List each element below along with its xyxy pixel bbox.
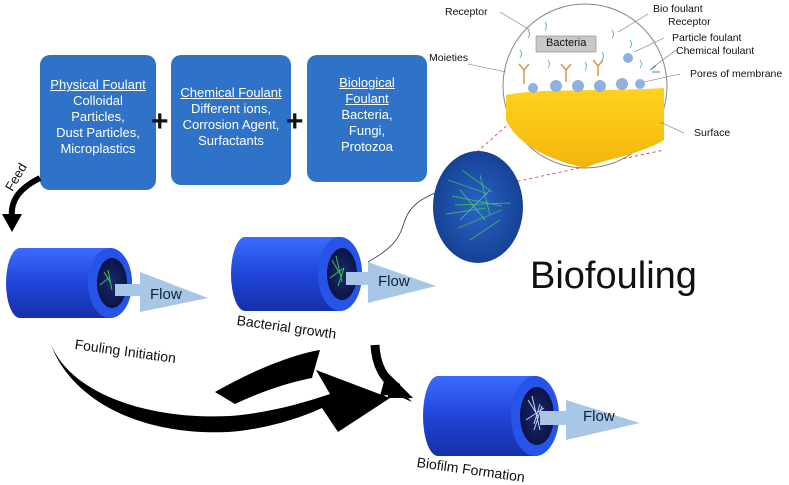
flow-label-1: Flow	[150, 286, 182, 303]
chemical-foulant-box: Chemical Foulant Different ions, Corrosi…	[171, 55, 291, 185]
biofouling-title: Biofouling	[530, 255, 697, 297]
chemical-foulant-title: Chemical Foulant	[180, 85, 282, 100]
chemical-foulant-label: Chemical foulant	[676, 45, 755, 57]
feed-arrow	[2, 175, 42, 232]
biofilm-arrow	[370, 344, 413, 402]
plus-sign: +	[286, 105, 304, 138]
biofilm-disc	[433, 151, 523, 263]
chemical-foulant-line: Different ions,	[191, 101, 271, 116]
physical-foulant-line: Colloidal	[73, 93, 123, 108]
callout-line	[651, 49, 677, 69]
membrane-cylinder-1	[6, 248, 132, 318]
membrane-cylinder-3	[423, 376, 559, 456]
callout-line	[643, 73, 681, 83]
physical-foulant-line: Microplastics	[60, 141, 136, 156]
receptor-right-label: Receptor	[668, 16, 711, 28]
flow-arrow-2	[346, 262, 436, 303]
zoom-line	[499, 149, 665, 186]
plus-sign: +	[151, 105, 169, 138]
flow-arrow-1	[115, 272, 208, 312]
flow-arrow-3	[540, 400, 640, 440]
receptor-left-label: Receptor	[445, 6, 488, 18]
physical-foulant-box: Physical Foulant Colloidal Particles, Du…	[40, 55, 156, 190]
chemical-foulant-line: Corrosion Agent,	[182, 117, 280, 132]
callout-line	[633, 37, 665, 53]
callout-line	[659, 121, 685, 134]
growth-arrow	[50, 342, 390, 433]
biological-foulant-box: Biological Foulant Bacteria, Fungi, Prot…	[307, 55, 427, 182]
callout-line	[617, 13, 649, 33]
biological-foulant-title-2: Foulant	[345, 91, 389, 106]
chemical-foulant-line: Surfactants	[198, 133, 264, 148]
physical-foulant-line: Dust Particles,	[56, 125, 140, 140]
membrane-inset	[502, 3, 668, 169]
bacteria-label: Bacteria	[546, 37, 587, 49]
pores-label: Pores of membrane	[690, 68, 783, 80]
callout-line	[467, 63, 507, 73]
biological-foulant-line: Fungi,	[348, 123, 386, 138]
callout-line	[499, 11, 531, 31]
connector-line	[367, 189, 443, 263]
moieties-label: Moieties	[429, 52, 469, 64]
flow-label-3: Flow	[583, 408, 615, 425]
flow-label-2: Flow	[378, 273, 410, 290]
particle-foulant-label: Particle foulant	[672, 32, 742, 44]
surface-label: Surface	[694, 127, 731, 139]
biological-foulant-line: Bacteria,	[341, 107, 393, 122]
biological-foulant-title: Biological	[339, 75, 395, 90]
physical-foulant-line: Particles,	[71, 109, 125, 124]
bio-foulant-label: Bio foulant	[653, 3, 703, 15]
physical-foulant-title: Physical Foulant	[50, 77, 146, 92]
membrane-cylinder-2	[231, 237, 362, 311]
biological-foulant-line: Protozoa	[340, 139, 394, 154]
